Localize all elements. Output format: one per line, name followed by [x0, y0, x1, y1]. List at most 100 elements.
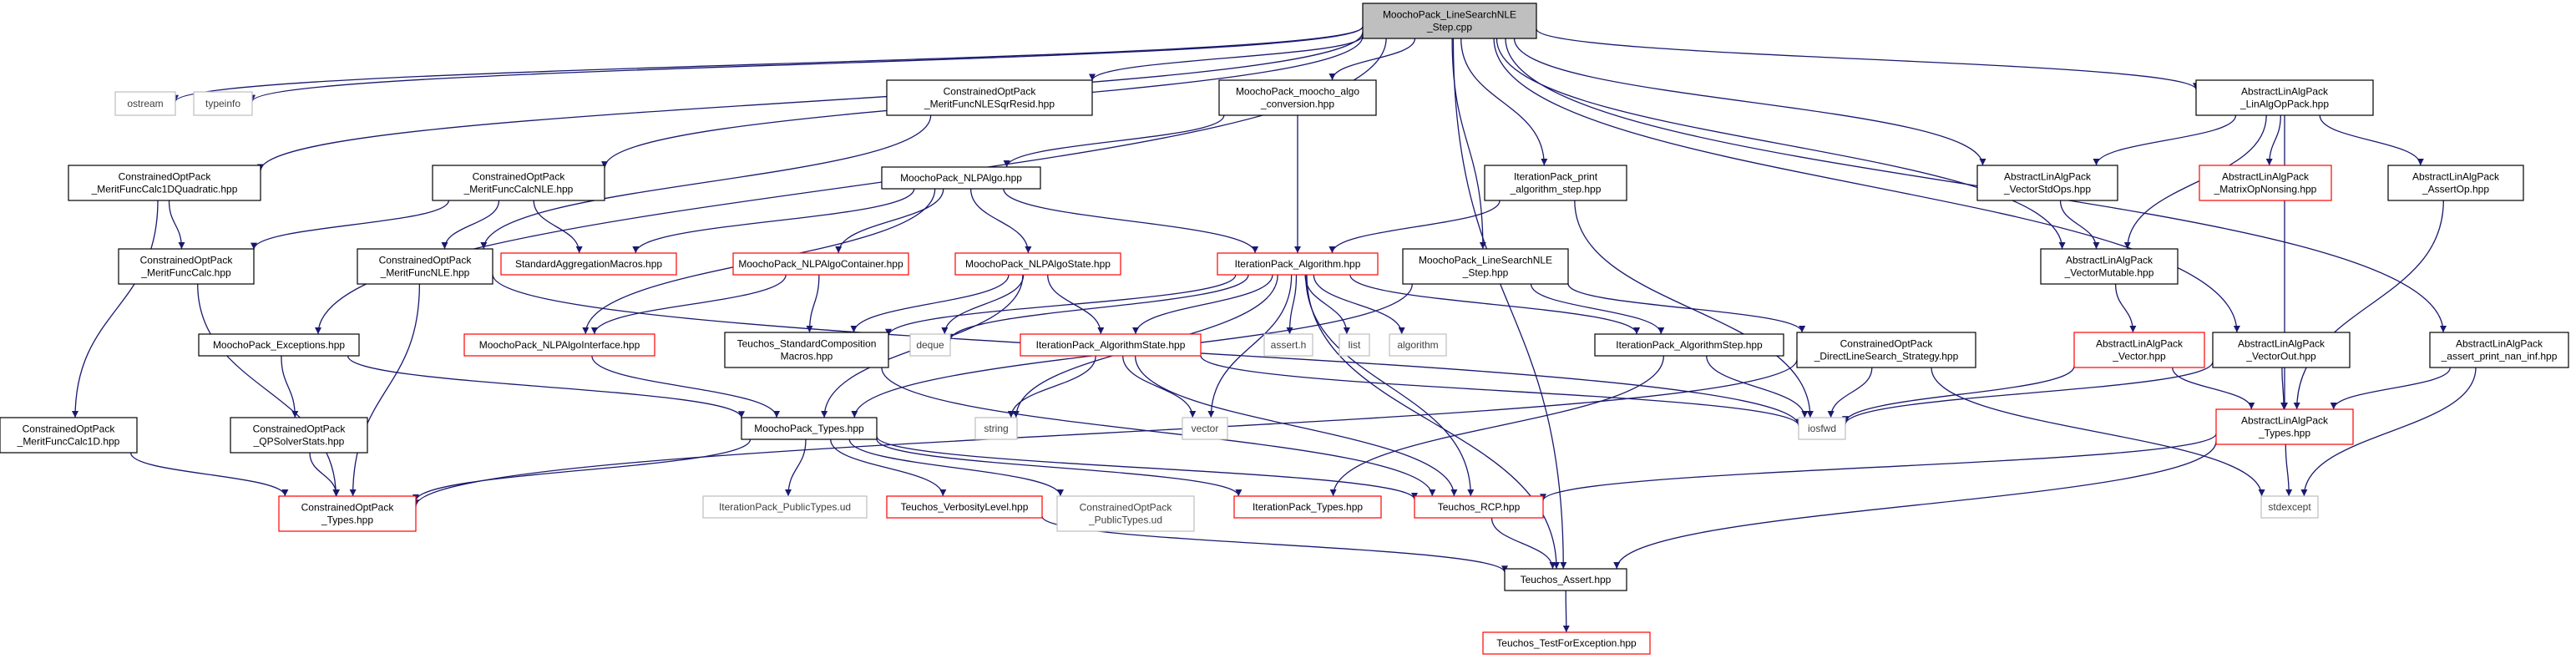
node-mf1d[interactable]: ConstrainedOptPack_MeritFuncCalc1D.hpp	[0, 417, 138, 454]
node-typeinfo[interactable]: typeinfo	[193, 91, 253, 116]
edge-mtypes-to-rcp	[876, 436, 1418, 500]
edge-mfsqr-to-mfnlehpp	[480, 114, 932, 250]
node-mtypes[interactable]: MoochoPack_Types.hpp	[741, 417, 878, 440]
node-mf1dq[interactable]: ConstrainedOptPack_MeritFuncCalc1DQuadra…	[68, 165, 261, 201]
edge-linop-to-assertop	[2319, 114, 2424, 166]
node-box	[1217, 252, 1379, 276]
node-dls[interactable]: ConstrainedOptPack_DirectLineSearch_Stra…	[1796, 332, 1976, 368]
edge-vout-to-alptypes	[2280, 367, 2288, 410]
node-vout[interactable]: AbstractLinAlgPack_VectorOut.hpp	[2212, 332, 2351, 368]
node-nlpif[interactable]: MoochoPack_NLPAlgoInterface.hpp	[463, 333, 655, 357]
node-stdexcept[interactable]: stdexcept	[2260, 495, 2319, 519]
node-iosfwd[interactable]: iosfwd	[1798, 417, 1846, 440]
edge-nlpstate-to-deque	[941, 274, 1025, 335]
node-box	[1056, 495, 1195, 532]
edge-linop-to-vmut	[2123, 114, 2267, 250]
node-alptypes[interactable]: AbstractLinAlgPack_Types.hpp	[2215, 408, 2354, 445]
node-vstd[interactable]: AbstractLinAlgPack_VectorStdOps.hpp	[1976, 165, 2118, 201]
node-label: _Step.cpp	[1426, 22, 1472, 33]
node-nlpcont[interactable]: MoochoPack_NLPAlgoContainer.hpp	[732, 252, 909, 276]
node-label: AbstractLinAlgPack	[2241, 86, 2329, 98]
node-tassert[interactable]: Teuchos_Assert.hpp	[1504, 568, 1627, 591]
node-box	[1402, 248, 1569, 285]
node-exc[interactable]: MoochoPack_Exceptions.hpp	[198, 333, 360, 357]
node-algorithm[interactable]: algorithm	[1389, 333, 1447, 357]
node-lsstep[interactable]: MoochoPack_LineSearchNLE_Step.hpp	[1402, 248, 1569, 285]
node-box	[881, 166, 1041, 190]
node-assertop[interactable]: AbstractLinAlgPack_AssertOp.hpp	[2387, 165, 2524, 201]
node-vmut[interactable]: AbstractLinAlgPack_VectorMutable.hpp	[2040, 248, 2179, 285]
node-rcp[interactable]: Teuchos_RCP.hpp	[1414, 495, 1544, 519]
node-deque[interactable]: deque	[909, 333, 951, 357]
node-label: StandardAggregationMacros.hpp	[515, 258, 662, 270]
edge-dls-to-stdexcept	[1931, 367, 2265, 497]
node-label: ConstrainedOptPack	[301, 502, 395, 514]
node-asserth[interactable]: assert.h	[1263, 333, 1313, 357]
node-label: deque	[916, 339, 944, 351]
node-box	[1218, 79, 1377, 116]
node-ttfe[interactable]: Teuchos_TestForException.hpp	[1482, 631, 1651, 655]
node-matnons[interactable]: AbstractLinAlgPack_MatrixOpNonsing.hpp	[2199, 165, 2332, 201]
edge-dls-to-cotypes	[412, 359, 1798, 507]
node-label: _VectorMutable.hpp	[2064, 267, 2154, 279]
node-ipub[interactable]: IterationPack_PublicTypes.ud	[702, 495, 868, 519]
node-label: _Step.hpp	[1462, 267, 1509, 279]
node-box	[724, 332, 889, 368]
node-nlpalgo[interactable]: MoochoPack_NLPAlgo.hpp	[881, 166, 1041, 190]
node-label: _MeritFuncCalc1D.hpp	[17, 436, 120, 448]
node-box	[1339, 333, 1370, 357]
node-linop[interactable]: AbstractLinAlgPack_LinAlgOpPack.hpp	[2195, 79, 2374, 116]
node-string[interactable]: string	[974, 417, 1018, 440]
edge-rcp-to-tassert	[1490, 517, 1556, 570]
node-mfnlehpp[interactable]: ConstrainedOptPack_MeritFuncNLE.hpp	[357, 248, 493, 285]
edge-qpss-to-cotypes	[309, 452, 340, 497]
node-itypes[interactable]: IterationPack_Types.hpp	[1233, 495, 1382, 519]
node-box	[2212, 332, 2351, 368]
node-box	[2073, 332, 2205, 368]
node-label: assert.h	[1271, 339, 1307, 351]
node-box	[1182, 417, 1228, 440]
node-list[interactable]: list	[1339, 333, 1370, 357]
node-mfsqr[interactable]: ConstrainedOptPack_MeritFuncNLESqrResid.…	[886, 79, 1093, 116]
node-cotypes[interactable]: ConstrainedOptPack_Types.hpp	[278, 495, 417, 532]
edge-mfnlehpp-to-cotypes	[349, 283, 421, 497]
node-iterstate[interactable]: IterationPack_AlgorithmState.hpp	[1020, 333, 1202, 357]
node-iterprint[interactable]: IterationPack_print_algorithm_step.hpp	[1484, 165, 1627, 201]
node-nlpstate[interactable]: MoochoPack_NLPAlgoState.hpp	[954, 252, 1121, 276]
node-label: MoochoPack_LineSearchNLE	[1419, 255, 1552, 266]
node-iteralg[interactable]: IterationPack_Algorithm.hpp	[1217, 252, 1379, 276]
node-box	[2199, 165, 2332, 201]
edge-lsstep-to-dls	[1567, 283, 1806, 333]
node-box	[1976, 165, 2118, 201]
node-verb[interactable]: Teuchos_VerbosityLevel.hpp	[886, 495, 1043, 519]
node-mooalgo[interactable]: MoochoPack_moocho_algo_conversion.hpp	[1218, 79, 1377, 116]
node-label: MoochoPack_NLPAlgoInterface.hpp	[479, 339, 640, 351]
node-label: IterationPack_Algorithm.hpp	[1235, 258, 1361, 270]
node-stdagg[interactable]: StandardAggregationMacros.hpp	[500, 252, 677, 276]
node-label: MoochoPack_Types.hpp	[754, 423, 864, 434]
node-vector[interactable]: vector	[1182, 417, 1228, 440]
node-label: ConstrainedOptPack	[1080, 502, 1173, 514]
node-label: AbstractLinAlgPack	[2456, 338, 2543, 350]
edge-vec-to-alptypes	[2172, 367, 2255, 410]
edge-nlpif-to-mtypes	[591, 355, 781, 418]
node-label: _assert_print_nan_inf.hpp	[2441, 351, 2558, 362]
edge-exc-to-mtypes	[347, 355, 745, 418]
node-box	[463, 333, 655, 357]
node-label: AbstractLinAlgPack	[2238, 338, 2325, 350]
node-label: _MeritFuncNLESqrResid.hpp	[924, 99, 1055, 110]
node-iterstep[interactable]: IterationPack_AlgorithmStep.hpp	[1594, 333, 1784, 357]
node-apnan[interactable]: AbstractLinAlgPack_assert_print_nan_inf.…	[2429, 332, 2569, 368]
edge-iteralg-to-iterstate	[1132, 274, 1273, 335]
node-box	[2429, 332, 2569, 368]
node-vec[interactable]: AbstractLinAlgPack_Vector.hpp	[2073, 332, 2205, 368]
node-mfcalc[interactable]: ConstrainedOptPack_MeritFuncCalc.hpp	[118, 248, 255, 285]
node-mfnle[interactable]: ConstrainedOptPack_MeritFuncCalcNLE.hpp	[432, 165, 605, 201]
node-label: _Types.hpp	[321, 515, 373, 526]
node-ostream[interactable]: ostream	[114, 91, 176, 116]
edge-iterstep-to-iosfwd	[1706, 355, 1809, 418]
node-qpss[interactable]: ConstrainedOptPack_QPSolverStats.hpp	[230, 417, 368, 454]
node-copub[interactable]: ConstrainedOptPack_PublicTypes.ud	[1056, 495, 1195, 532]
node-box	[1798, 417, 1846, 440]
